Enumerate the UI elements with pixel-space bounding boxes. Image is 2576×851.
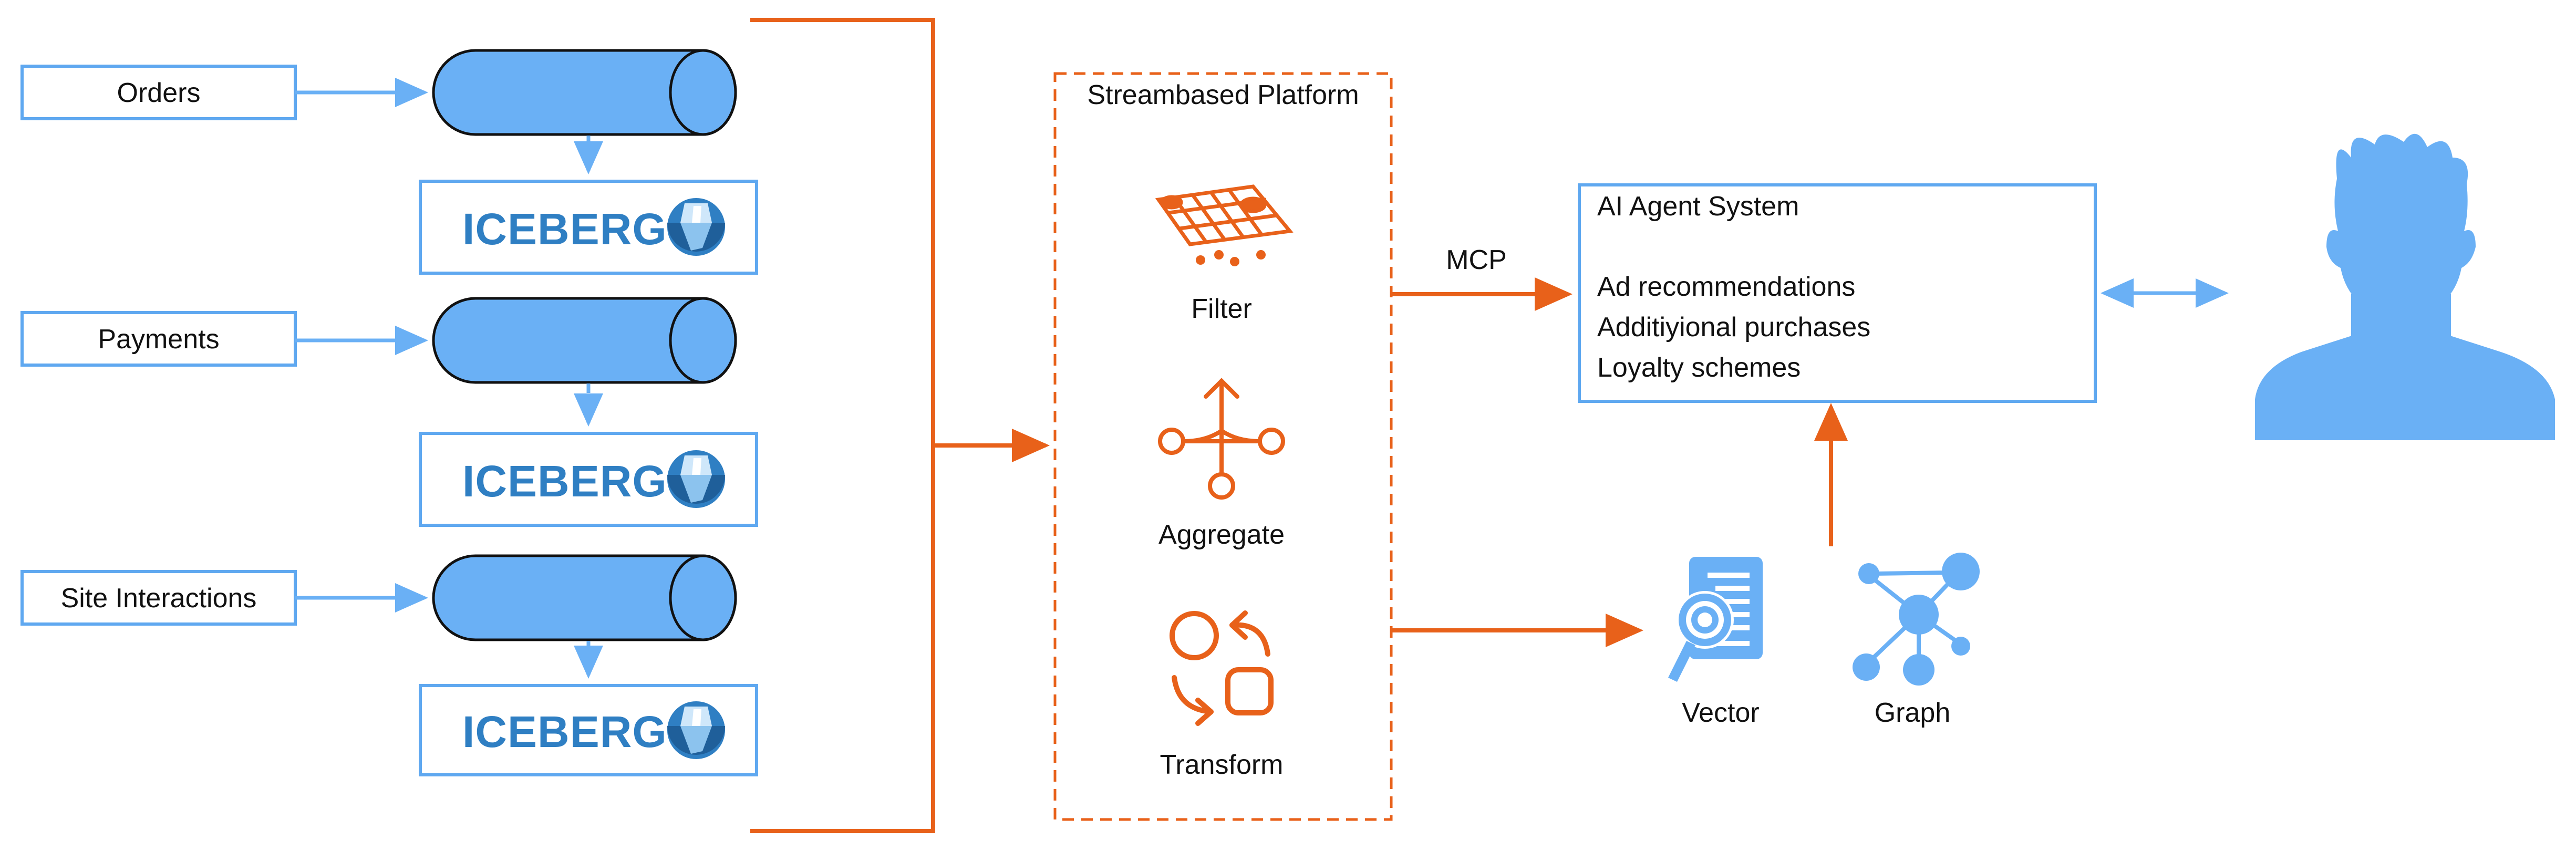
transform-icon (1170, 610, 1274, 726)
iceberg-box-payments: ICEBERG (419, 432, 758, 527)
mcp-label: MCP (1446, 245, 1507, 275)
source-box (20, 570, 297, 626)
graph-icon (1853, 553, 1980, 686)
source-payments: Payments (20, 311, 297, 367)
agent-item: Ad recommendations (1597, 272, 1855, 302)
platform-border (1053, 72, 1393, 821)
topic-cylinder-site (432, 554, 737, 641)
agent-item: Loyalty schemes (1597, 352, 1801, 383)
topic-cylinder-payments (432, 297, 737, 384)
platform-title: Streambased Platform (1087, 80, 1359, 110)
merge-bracket (750, 18, 935, 833)
iceberg-logo-icon (667, 198, 725, 256)
source-box (20, 65, 297, 120)
source-box (20, 311, 297, 367)
agent-item: Additiyional purchases (1597, 312, 1870, 343)
streambased-platform: Streambased Platform Filter Aggregate (1053, 72, 1393, 821)
topic-cylinder-orders (432, 49, 737, 136)
filter-grid-icon (1155, 184, 1294, 266)
iceberg-label: ICEBERG (462, 204, 667, 254)
source-orders: Orders (20, 65, 297, 120)
iceberg-box-site: ICEBERG (419, 684, 758, 776)
vector-search-icon (1668, 557, 1763, 682)
agent-title: AI Agent System (1597, 191, 1799, 222)
store-label-graph: Graph (1875, 698, 1951, 728)
source-label: Payments (98, 324, 219, 355)
iceberg-logo-icon (667, 450, 725, 508)
ai-agent-system: AI Agent System Ad recommendations Addit… (1578, 183, 2097, 403)
iceberg-box-orders: ICEBERG (419, 180, 758, 275)
platform-step-filter: Filter (1191, 294, 1252, 324)
user-silhouette-icon (2255, 133, 2555, 440)
platform-step-transform: Transform (1160, 750, 1284, 780)
aggregate-icon (1158, 378, 1285, 500)
source-label: Orders (117, 78, 201, 108)
platform-step-aggregate: Aggregate (1158, 520, 1285, 550)
source-site-interactions: Site Interactions (20, 570, 297, 626)
source-label: Site Interactions (61, 583, 257, 614)
store-label-vector: Vector (1682, 698, 1759, 728)
iceberg-logo-icon (667, 701, 725, 759)
iceberg-label: ICEBERG (462, 456, 667, 506)
iceberg-label: ICEBERG (462, 707, 667, 756)
agent-box (1578, 183, 2097, 403)
